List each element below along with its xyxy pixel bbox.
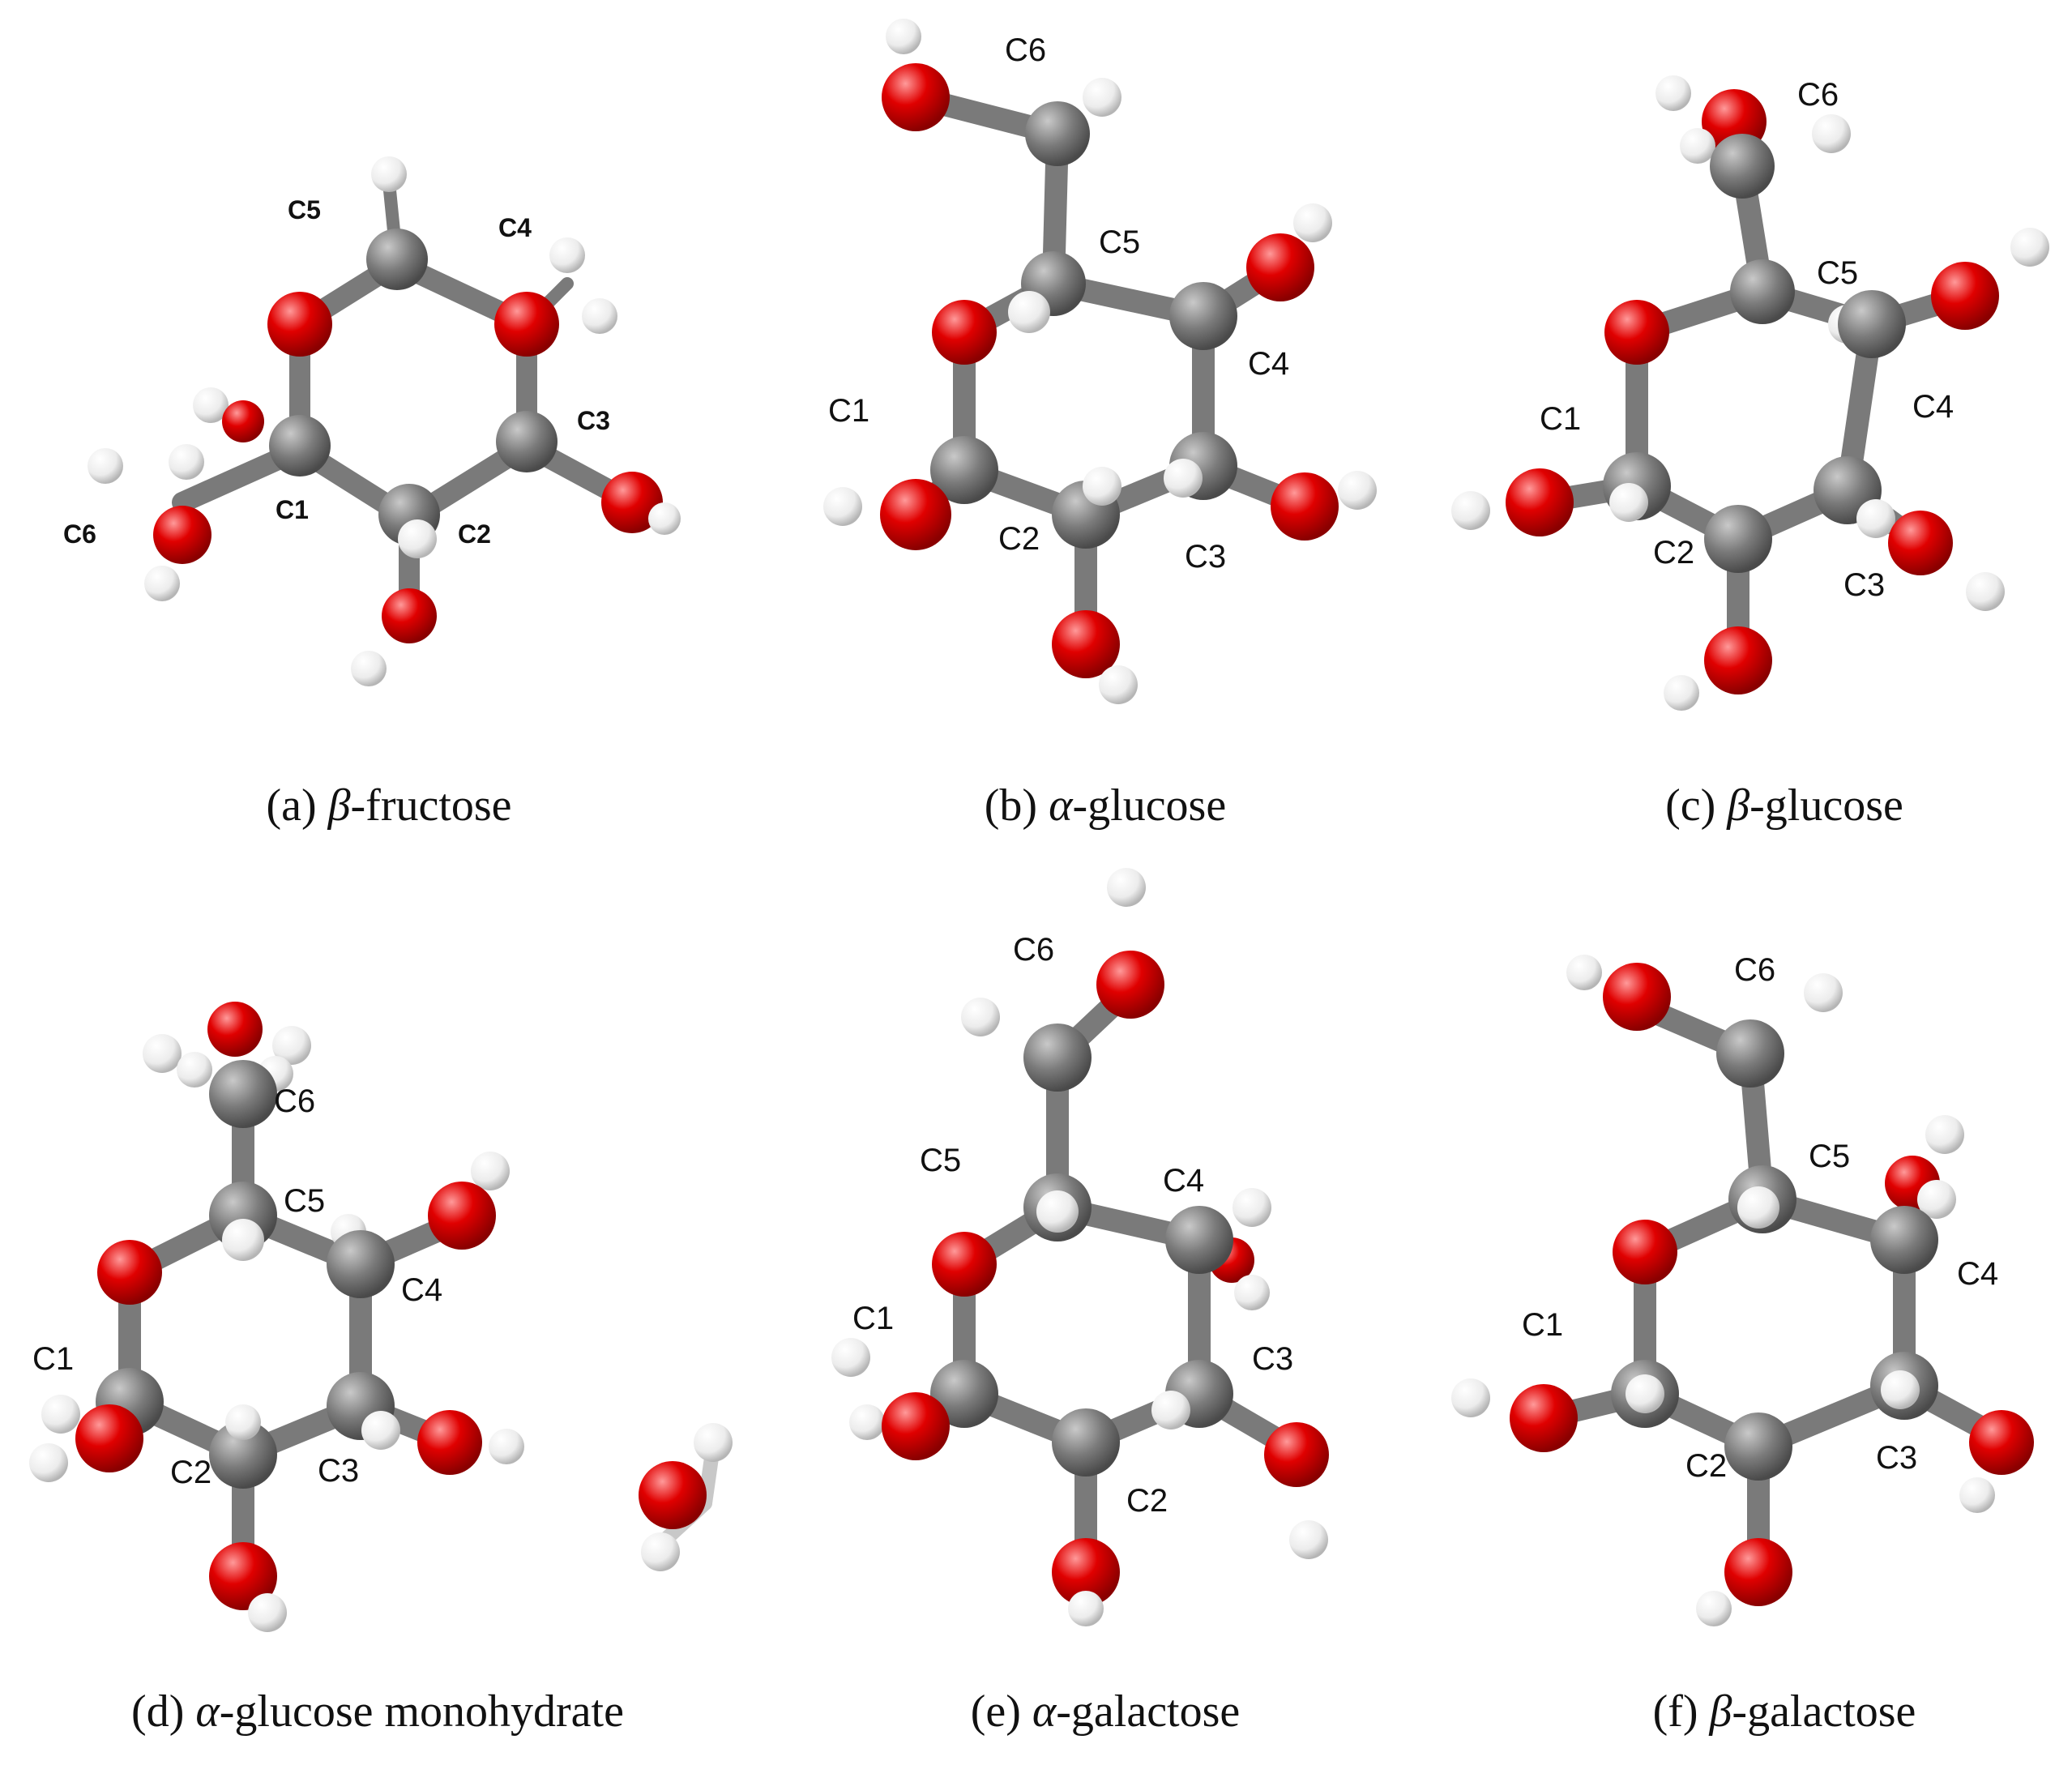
label-c1: C1 xyxy=(852,1301,894,1336)
water-molecule xyxy=(639,1423,733,1571)
atom-labels-a: C1 C2 C3 C4 C5 C6 xyxy=(63,195,610,549)
label-c1: C1 xyxy=(1522,1307,1563,1343)
label-c3: C3 xyxy=(1843,567,1885,603)
atom-labels-c: C1 C2 C3 C4 C5 C6 xyxy=(1540,77,1954,603)
label-c1: C1 xyxy=(32,1341,74,1377)
caption-f: (f) β-galactose xyxy=(1653,1686,1916,1737)
atoms-c xyxy=(1451,75,2049,711)
label-c1: C1 xyxy=(276,495,309,524)
label-c2: C2 xyxy=(458,519,491,549)
label-c2: C2 xyxy=(1126,1483,1168,1519)
atoms-d xyxy=(29,1002,524,1632)
label-c3: C3 xyxy=(1252,1341,1293,1377)
molecule-c xyxy=(1528,155,1976,668)
atoms-f xyxy=(1451,955,2034,1626)
label-c1: C1 xyxy=(828,393,869,429)
panel-d: C1 C2 C3 C4 C5 C6 (d) α-glucose monohydr… xyxy=(29,1002,733,1737)
caption-a: (a) β-fructose xyxy=(266,780,511,831)
label-c6: C6 xyxy=(274,1083,315,1119)
molecule-f xyxy=(1532,994,2013,1579)
label-c3: C3 xyxy=(318,1453,359,1489)
atoms-b xyxy=(823,19,1377,704)
caption-b: (b) α-glucose xyxy=(985,780,1226,831)
atom-labels-d: C1 C2 C3 C4 C5 C6 xyxy=(32,1083,442,1490)
label-c4: C4 xyxy=(1957,1256,1998,1292)
label-c5: C5 xyxy=(288,195,321,224)
label-c3: C3 xyxy=(1185,539,1226,575)
label-c2: C2 xyxy=(998,521,1040,557)
atoms-a xyxy=(88,156,681,686)
label-c4: C4 xyxy=(401,1272,442,1308)
label-c1: C1 xyxy=(1540,401,1581,437)
label-c4: C4 xyxy=(498,213,532,242)
caption-d: (d) α-glucose monohydrate xyxy=(131,1686,624,1737)
label-c2: C2 xyxy=(170,1455,211,1490)
atom-labels-b: C1 C2 C3 C4 C5 C6 xyxy=(828,32,1289,575)
label-c5: C5 xyxy=(284,1183,325,1219)
label-c6: C6 xyxy=(1005,32,1046,68)
molecule-b xyxy=(904,86,1316,652)
panel-b: C1 C2 C3 C4 C5 C6 (b) α-glucose xyxy=(823,19,1377,831)
label-c6: C6 xyxy=(1797,77,1839,113)
label-c3: C3 xyxy=(577,406,610,435)
label-c4: C4 xyxy=(1248,346,1289,382)
panel-a: C1 C2 C3 C4 C5 C6 (a) β-fructose xyxy=(63,156,681,831)
molecule-d xyxy=(118,1083,465,1583)
caption-e: (e) α-galactose xyxy=(971,1686,1241,1737)
label-c4: C4 xyxy=(1912,389,1954,425)
label-c6: C6 xyxy=(1013,932,1054,968)
panel-e: C1 C2 C3 C4 C5 C6 (e) α-galactose xyxy=(831,868,1329,1737)
panel-c: C1 C2 C3 C4 C5 C6 (c) β-glucose xyxy=(1451,75,2049,831)
label-c2: C2 xyxy=(1685,1448,1727,1484)
label-c6: C6 xyxy=(63,519,96,549)
label-c4: C4 xyxy=(1163,1163,1204,1199)
panel-f: C1 C2 C3 C4 C5 C6 (f) β-galactose xyxy=(1451,952,2034,1737)
label-c2: C2 xyxy=(1653,535,1694,571)
atom-labels-f: C1 C2 C3 C4 C5 C6 xyxy=(1522,952,1998,1484)
label-c5: C5 xyxy=(1809,1139,1850,1174)
atoms-e xyxy=(831,868,1329,1626)
caption-c: (c) β-glucose xyxy=(1665,780,1903,831)
label-c5: C5 xyxy=(1817,255,1858,291)
label-c5: C5 xyxy=(1099,224,1140,260)
label-c3: C3 xyxy=(1876,1440,1917,1476)
label-c6: C6 xyxy=(1734,952,1775,988)
atom-labels-e: C1 C2 C3 C4 C5 C6 xyxy=(852,932,1293,1519)
label-c5: C5 xyxy=(920,1143,961,1178)
